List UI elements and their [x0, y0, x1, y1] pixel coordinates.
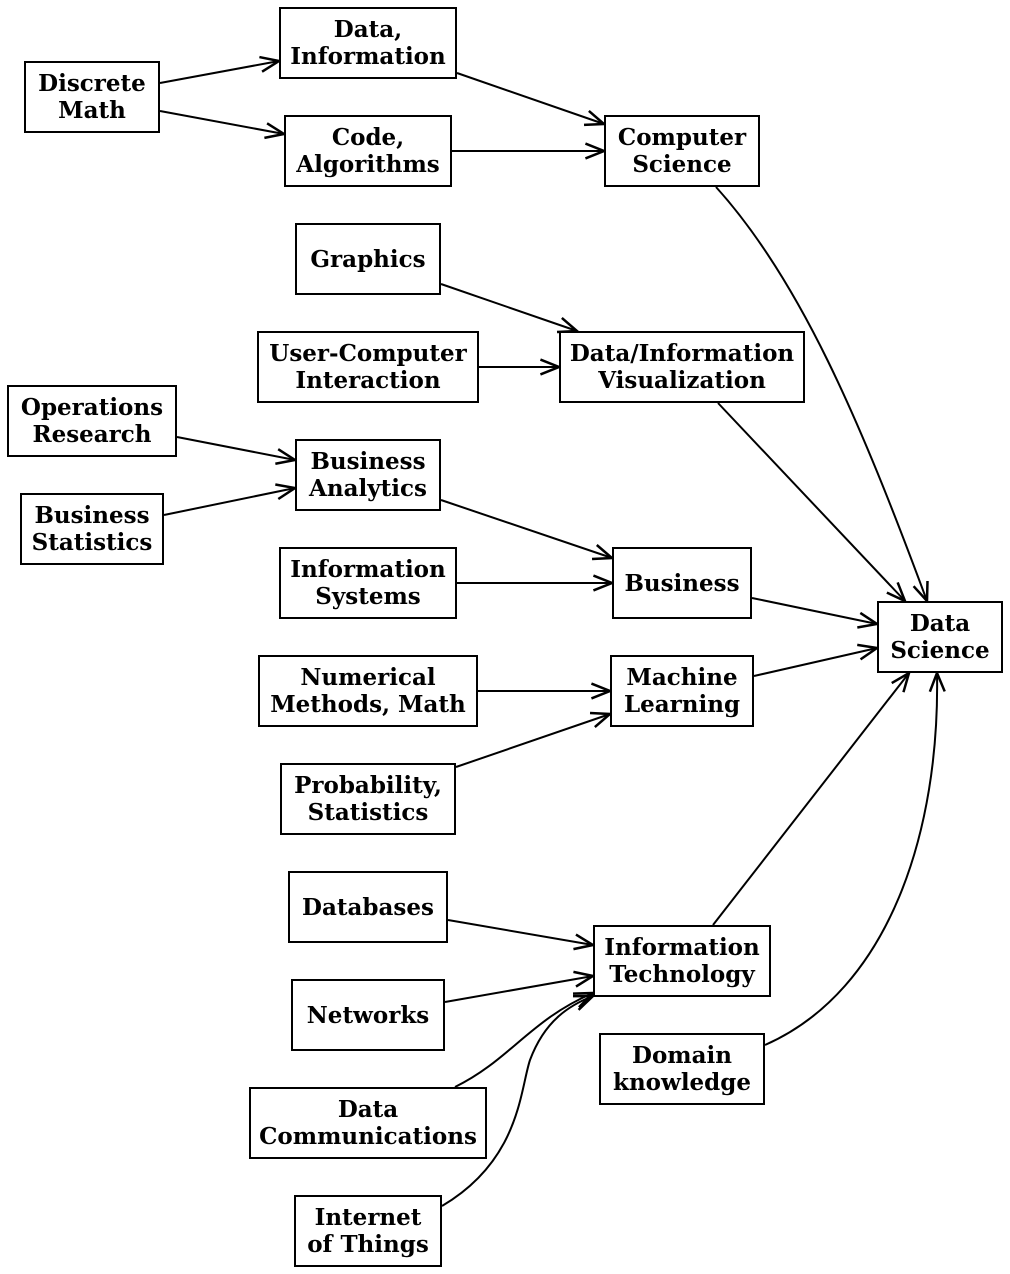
edge-machine-learning-to-data-science	[753, 647, 878, 677]
edge-business-analytics-to-business	[440, 499, 613, 559]
edge-networks-to-information-technology	[444, 975, 594, 1003]
node-databases: Databases	[288, 871, 448, 943]
edge-business-statistics-to-business-analytics	[163, 487, 296, 516]
node-data-information: Data,Information	[279, 7, 457, 79]
node-networks: Networks	[291, 979, 445, 1051]
edge-discrete-math-to-code-algorithms	[159, 110, 285, 135]
edge-databases-to-information-technology	[447, 919, 594, 946]
node-business: Business	[612, 547, 752, 619]
edge-domain-knowledge-to-data-science	[764, 672, 939, 1046]
arrowhead-icon	[891, 670, 912, 693]
edge-graphics-to-data-information-visualization	[440, 283, 578, 332]
edge-computer-science-to-data-science	[715, 186, 928, 602]
node-graphics: Graphics	[295, 223, 441, 295]
edge-data-information-visualization-to-data-science	[717, 402, 906, 602]
edge-business-to-data-science	[751, 597, 878, 625]
node-probability-statistics: Probability,Statistics	[280, 763, 456, 835]
node-code-algorithms: Code,Algorithms	[284, 115, 452, 187]
edge-operations-research-to-business-analytics	[176, 436, 296, 461]
edge-data-information-to-computer-science	[456, 72, 605, 125]
edge-information-technology-to-data-science	[712, 672, 910, 926]
edge-data-communications-to-information-technology	[454, 992, 594, 1088]
edge-probability-statistics-to-machine-learning	[455, 713, 611, 768]
edge-internet-of-things-to-information-technology	[441, 995, 594, 1207]
arrowhead-icon	[928, 669, 946, 693]
edge-discrete-math-to-data-information	[159, 60, 280, 84]
